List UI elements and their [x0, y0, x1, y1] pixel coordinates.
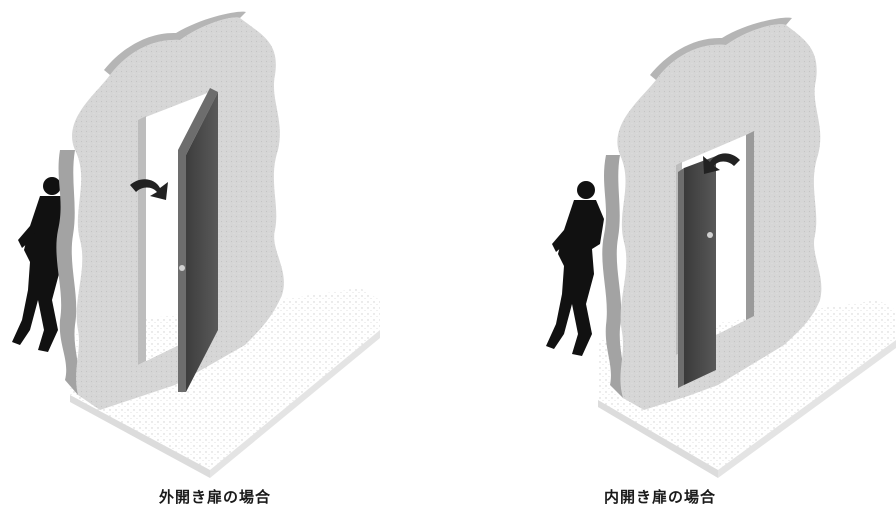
door-knob: [707, 232, 713, 238]
wall-side: [56, 150, 80, 395]
door-leaf: [678, 156, 716, 388]
inward-door-panel: 内開き扉の場合: [448, 0, 896, 518]
swing-arrow-icon: [130, 179, 168, 200]
person-silhouette: [12, 177, 70, 352]
door-knob: [179, 265, 185, 271]
inward-door-illustration: [546, 17, 896, 478]
swing-arrow-icon: [703, 153, 740, 174]
person-silhouette: [546, 181, 604, 356]
wall-face: [72, 17, 284, 410]
outward-door-illustration: [12, 11, 380, 478]
caption-inward: 内開き扉の場合: [603, 488, 716, 506]
door-leaf: [178, 88, 218, 392]
outward-door-panel: 外開き扉の場合: [12, 11, 380, 506]
wall-face: [617, 24, 822, 411]
caption-outward: 外開き扉の場合: [158, 488, 271, 506]
wall-side: [602, 155, 625, 398]
floor-slab: [70, 288, 380, 478]
